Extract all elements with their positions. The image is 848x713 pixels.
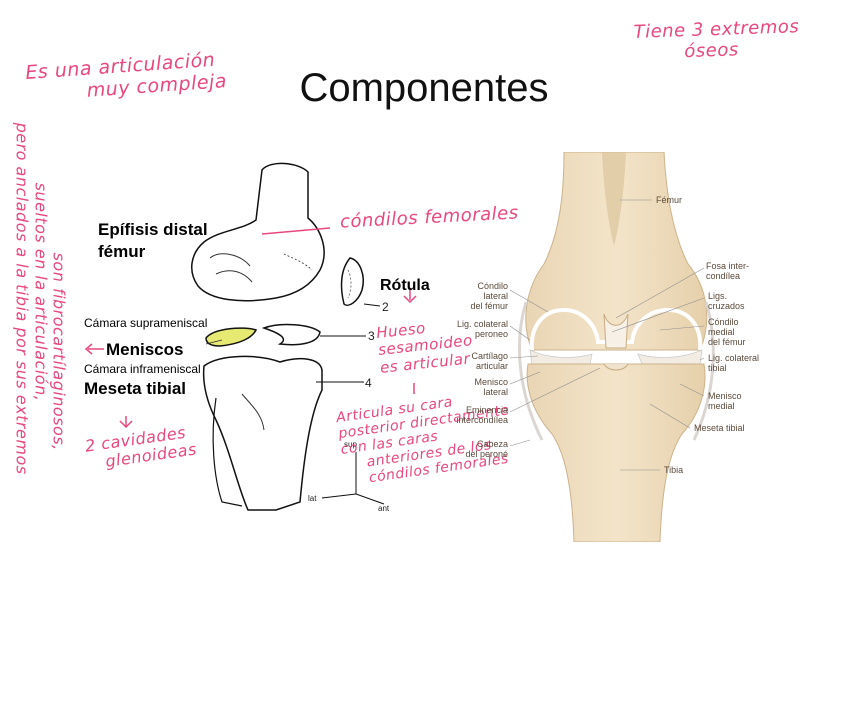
- label-line: condílea: [706, 272, 749, 282]
- label-line: peroneo: [452, 330, 508, 340]
- knee-coronal-figure: [512, 152, 722, 542]
- condilos-pointer: [262, 228, 330, 234]
- arrow-down-icon: [404, 290, 416, 302]
- label-femur: Fémur: [656, 196, 682, 206]
- label-line: del peroné: [452, 450, 508, 460]
- label-ligs: Ligs. cruzados: [708, 292, 745, 312]
- label-line: del fémur: [466, 302, 508, 312]
- label-meseta: Meseta tibial: [694, 424, 745, 434]
- label-cabeza: Cabeza del peroné: [452, 440, 508, 460]
- label-line: articular: [452, 362, 508, 372]
- label-line: intercondílea: [440, 416, 508, 426]
- label-lig-col-tibial: Lig. colateral tibial: [708, 354, 759, 374]
- label-menisco-medial: Menisco medial: [708, 392, 742, 412]
- label-condilo-lateral: Cóndilo lateral del fémur: [466, 282, 508, 312]
- label-line: del fémur: [708, 338, 746, 348]
- label-cart-art: Cartílago articular: [452, 352, 508, 372]
- label-line: tibial: [708, 364, 759, 374]
- label-line: lateral: [452, 388, 508, 398]
- arrow-left-icon: [86, 344, 104, 354]
- label-fosa: Fosa inter- condílea: [706, 262, 749, 282]
- label-line: cruzados: [708, 302, 745, 312]
- arrow-down-icon: [120, 416, 132, 427]
- label-tibia: Tibia: [664, 466, 683, 476]
- label-line: medial: [708, 402, 742, 412]
- label-condilo-medial: Cóndilo medial del fémur: [708, 318, 746, 348]
- tibia-section: [527, 364, 705, 542]
- label-menisco-lateral: Menisco lateral: [452, 378, 508, 398]
- label-lig-col-peroneo: Lig. colateral peroneo: [452, 320, 508, 340]
- label-eminencia: Eminencia intercondílea: [440, 406, 508, 426]
